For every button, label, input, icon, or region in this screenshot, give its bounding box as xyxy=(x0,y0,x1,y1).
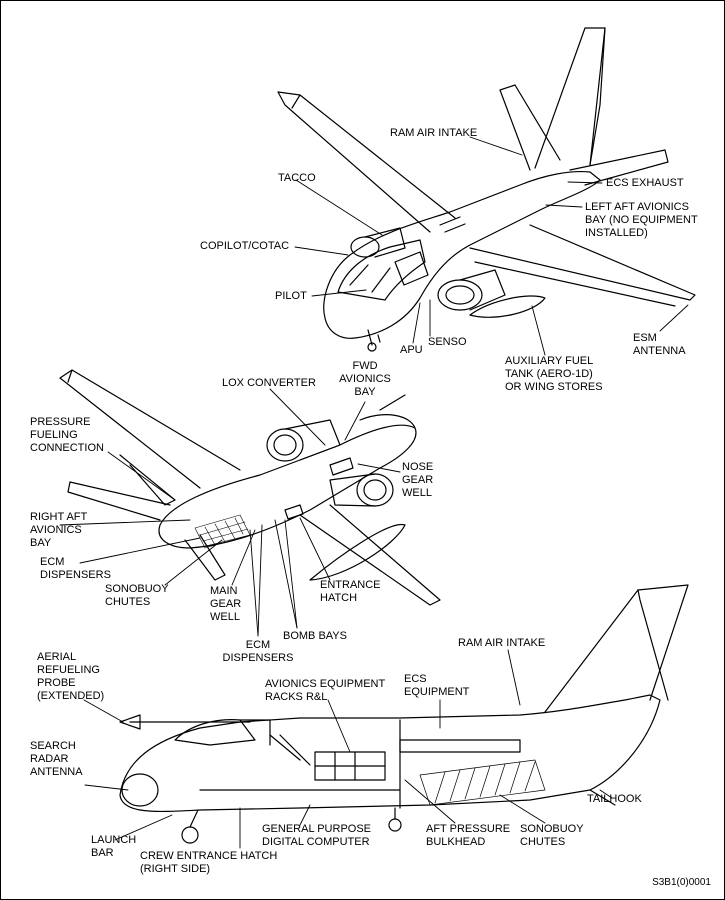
label-tacco: TACCO xyxy=(278,172,316,184)
label-ecs-exhaust: ECS EXHAUST xyxy=(606,177,684,189)
leader-lines-bottom xyxy=(83,649,613,849)
label-general-purpose-digital-computer: GENERAL PURPOSE DIGITAL COMPUTER xyxy=(262,823,372,848)
label-crew-entrance-hatch: CREW ENTRANCE HATCH (RIGHT SIDE) xyxy=(140,850,278,875)
label-sonobuoy-chutes-lower: SONOBUOY CHUTES xyxy=(520,823,584,848)
label-ecm-dispensers-middle: ECM DISPENSERS xyxy=(40,556,111,581)
figure-code: S3B1(0)0001 xyxy=(652,877,711,888)
label-bomb-bays: BOMB BAYS xyxy=(283,630,347,642)
label-ecs-equipment: ECS EQUIPMENT xyxy=(404,673,470,698)
label-aft-pressure-bulkhead: AFT PRESSURE BULKHEAD xyxy=(426,823,511,848)
aircraft-middle-view xyxy=(59,369,441,606)
label-pressure-fueling-connection: PRESSURE FUELING CONNECTION xyxy=(30,416,104,454)
aircraft-side-cutaway xyxy=(119,584,689,844)
label-ecm-dispensers-lower: ECM DISPENSERS xyxy=(222,639,294,664)
label-aerial-refueling-probe: AERIAL REFUELING PROBE (EXTENDED) xyxy=(37,651,105,702)
label-avionics-equipment-racks: AVIONICS EQUIPMENT RACKS R&L xyxy=(265,678,386,703)
aircraft-top-view xyxy=(277,27,696,352)
leader-lines-top xyxy=(294,136,689,356)
label-ram-air-intake-top: RAM AIR INTAKE xyxy=(390,127,478,139)
leader-lines-middle xyxy=(59,388,401,637)
label-fwd-avionics-bay: FWD AVIONICS BAY xyxy=(339,360,391,398)
sonobuoy-chute-hatching xyxy=(419,759,546,806)
label-main-gear-well: MAIN GEAR WELL xyxy=(210,585,242,623)
sonobuoy-chute-grid xyxy=(194,514,251,549)
label-esm-antenna: ESM ANTENNA xyxy=(633,332,686,357)
label-lox-converter: LOX CONVERTER xyxy=(222,377,316,389)
label-left-aft-avionics-bay: LEFT AFT AVIONICS BAY (NO EQUIPMENT INST… xyxy=(585,201,698,239)
label-search-radar-antenna: SEARCH RADAR ANTENNA xyxy=(30,740,83,778)
label-senso: SENSO xyxy=(428,336,467,348)
label-apu: APU xyxy=(400,344,423,356)
label-copilot-cotac: COPILOT/COTAC xyxy=(200,240,290,252)
label-nose-gear-well: NOSE GEAR WELL xyxy=(402,461,434,499)
label-auxiliary-fuel-tank: AUXILIARY FUEL TANK (AERO-1D) OR WING ST… xyxy=(505,355,603,393)
label-tailhook: TAILHOOK xyxy=(587,793,642,805)
label-ram-air-intake-bottom: RAM AIR INTAKE xyxy=(458,637,546,649)
label-launch-bar: LAUNCH BAR xyxy=(91,834,137,859)
label-sonobuoy-chutes-middle: SONOBUOY CHUTES xyxy=(105,583,169,608)
label-right-aft-avionics-bay: RIGHT AFT AVIONICS BAY xyxy=(30,511,88,549)
label-pilot: PILOT xyxy=(275,290,307,302)
label-entrance-hatch: ENTRANCE HATCH xyxy=(320,579,381,604)
